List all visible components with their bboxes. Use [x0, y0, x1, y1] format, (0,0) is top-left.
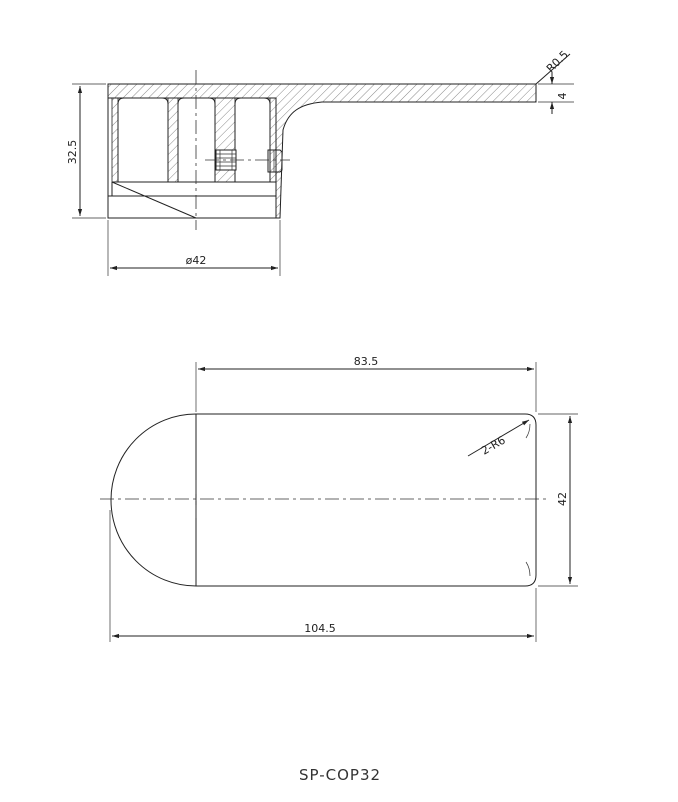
- inner-wall-right-b: [269, 97, 277, 183]
- inner-wall-center: [167, 97, 179, 183]
- set-screw: [215, 149, 237, 171]
- dim-height-label: 32.5: [66, 140, 79, 165]
- dim-height: 32.5: [66, 83, 106, 219]
- dim-thickness-label: 4: [556, 93, 569, 100]
- dim-handle-length-label: 83.5: [354, 355, 379, 368]
- side-section-view: 32.5 ø42 R0.5 4: [66, 48, 574, 276]
- handle-outline: [110, 413, 537, 587]
- part-code: SP-COP32: [299, 766, 381, 784]
- dim-width: 42: [538, 413, 578, 587]
- dim-diameter: ø42: [107, 220, 281, 276]
- screw-hole: [267, 149, 283, 173]
- dim-width-label: 42: [556, 492, 569, 506]
- dim-thickness: 4: [538, 72, 574, 114]
- dim-radius-label: R0.5: [544, 48, 571, 75]
- dim-overall-length-label: 104.5: [304, 622, 336, 635]
- top-view: 83.5 2-R6 42 104.5: [100, 355, 578, 642]
- body-outline: [107, 84, 280, 219]
- dim-corner-radius: 2-R6: [467, 419, 530, 458]
- dim-handle-length: 83.5: [195, 355, 537, 412]
- inner-wall-left: [111, 97, 119, 183]
- dim-radius: R0.5: [535, 48, 571, 85]
- dim-corner-radius-label: 2-R6: [479, 434, 508, 458]
- dim-overall-length: 104.5: [109, 510, 537, 642]
- dim-diameter-label: ø42: [186, 254, 207, 267]
